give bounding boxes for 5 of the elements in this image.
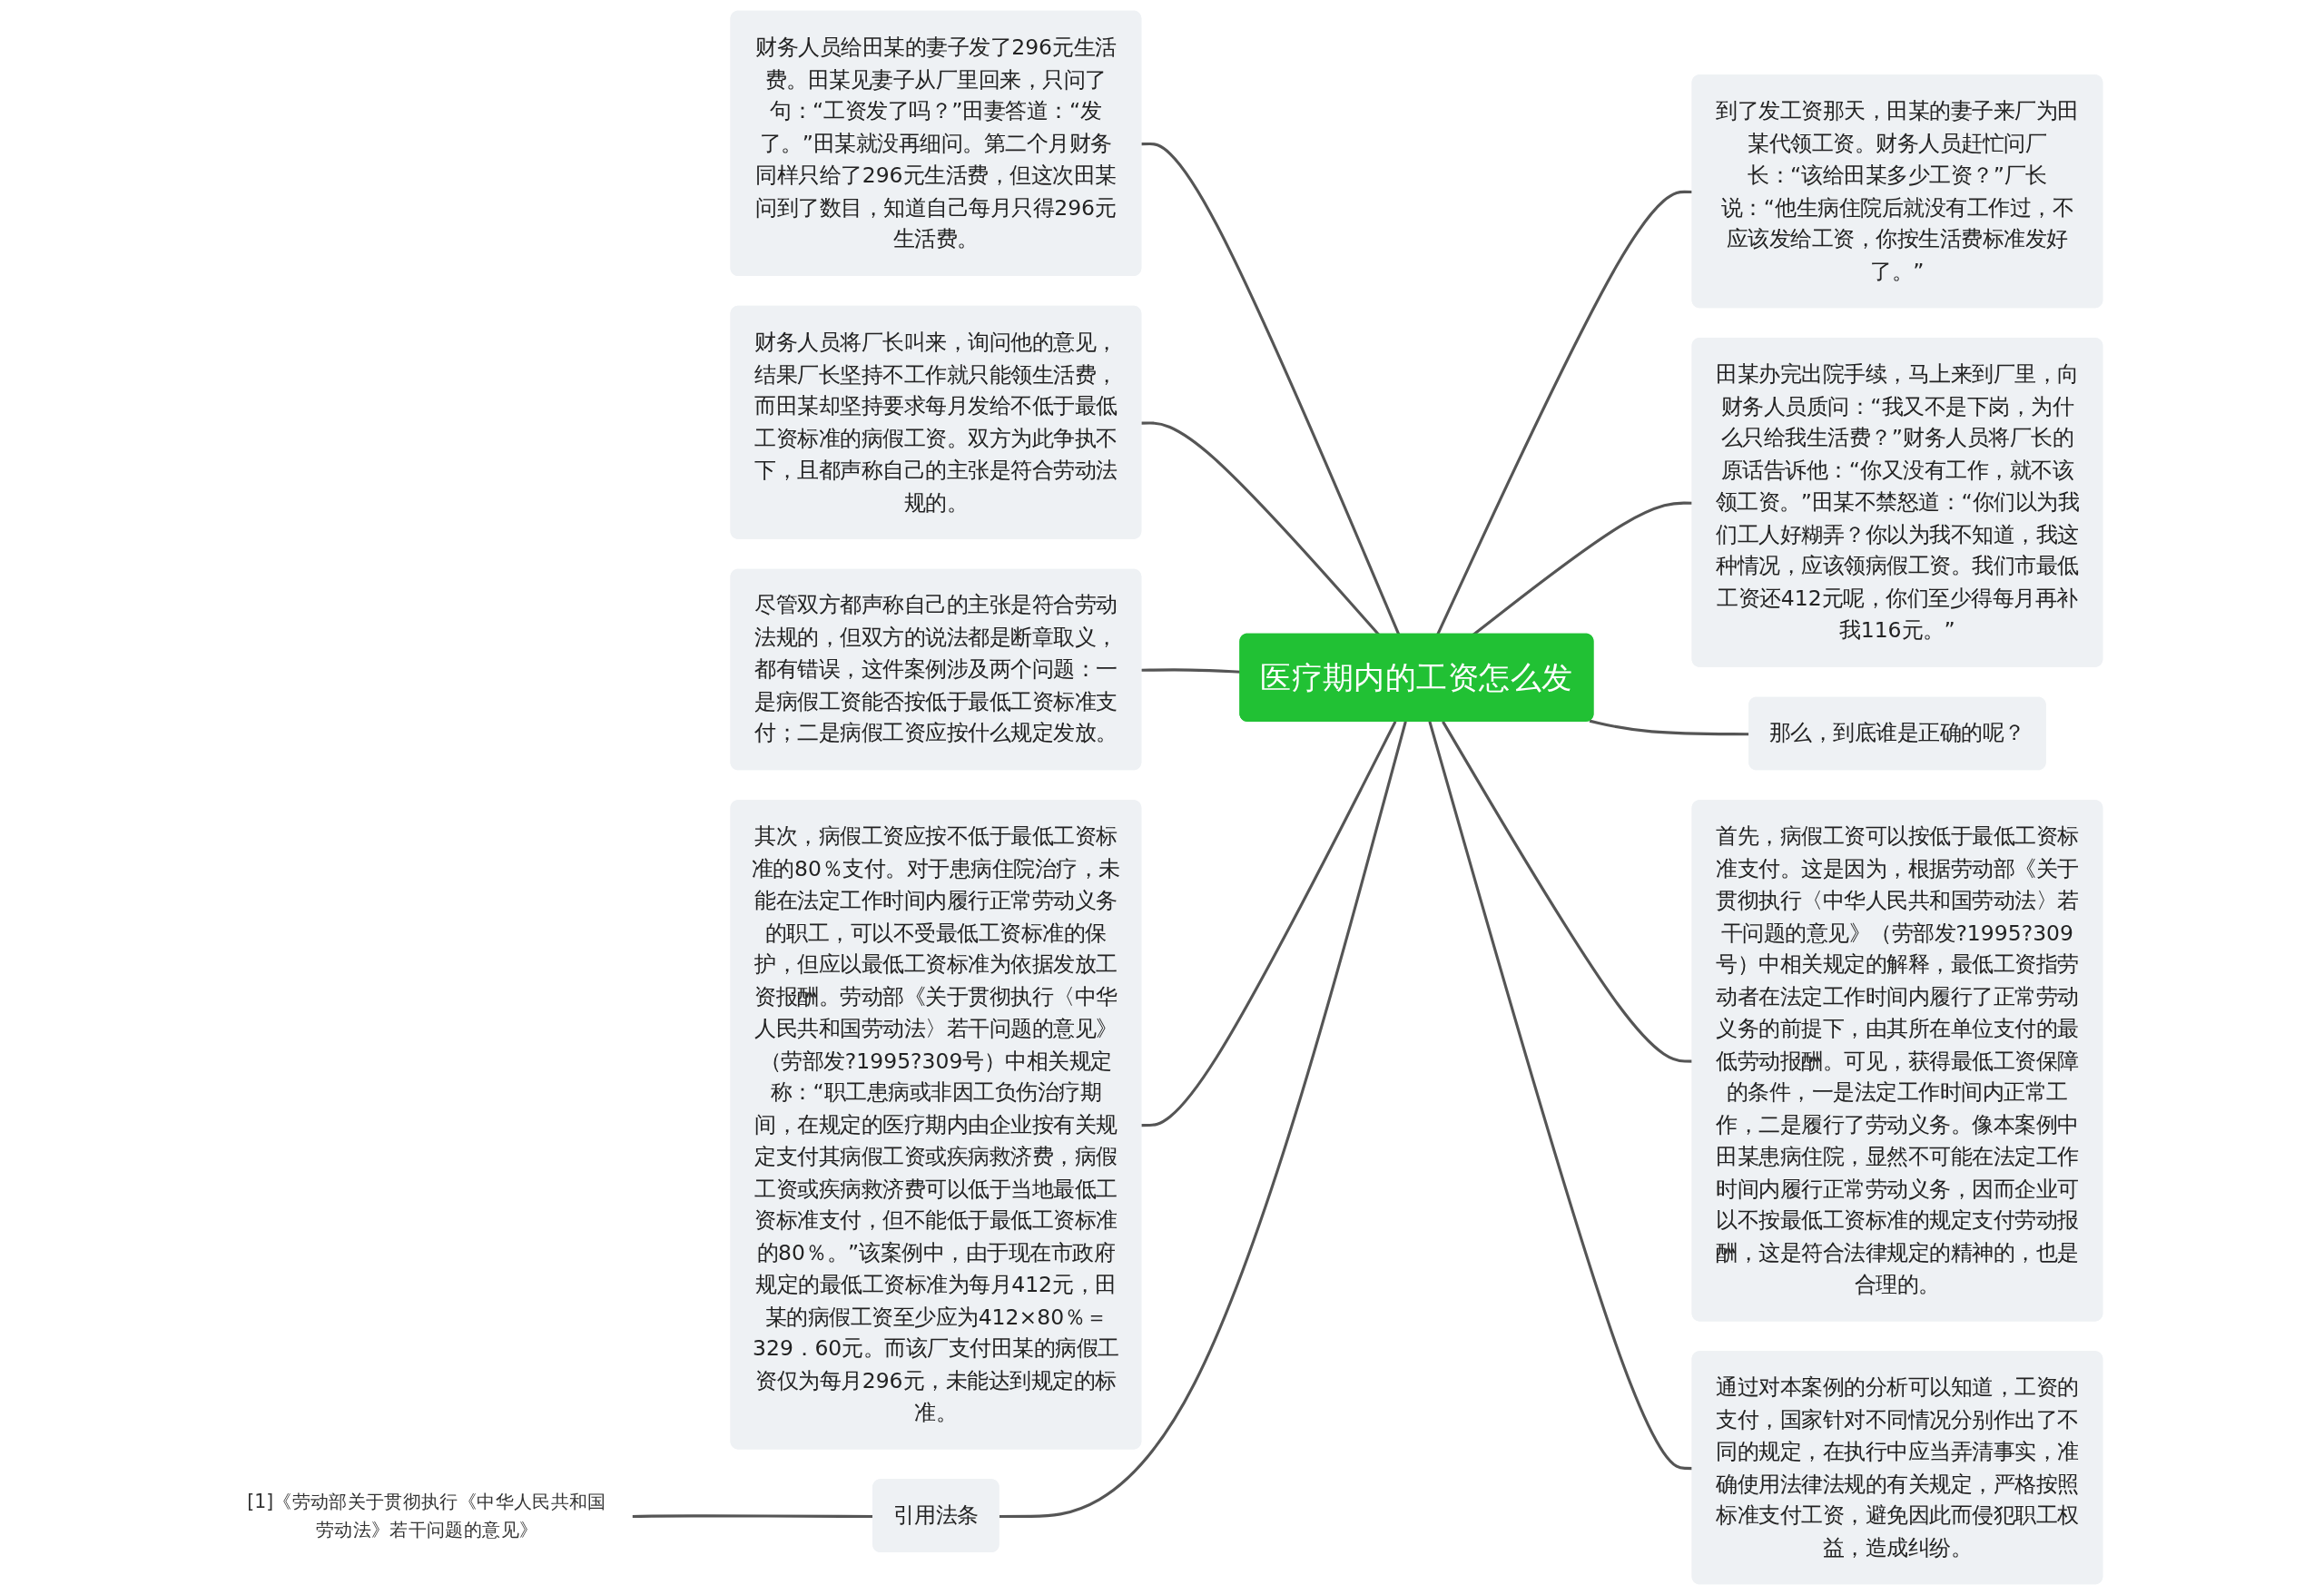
connector	[1589, 719, 1750, 736]
node-text: [1]《劳动部关于贯彻执行《中华人民共和国劳动法》若干问题的意见》	[247, 1491, 606, 1541]
connector	[1141, 142, 1401, 635]
connector	[1141, 721, 1397, 1127]
connector	[999, 721, 1407, 1518]
